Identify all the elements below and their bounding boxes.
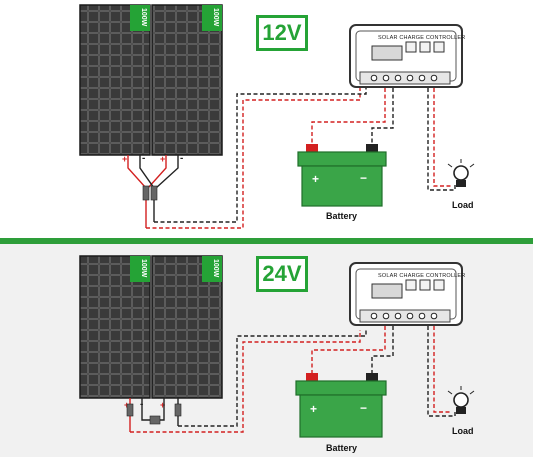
svg-text:+: + (312, 172, 319, 186)
svg-text:−: − (360, 171, 367, 185)
svg-text:+: + (310, 402, 317, 416)
battery-label-24v: Battery (326, 443, 358, 453)
voltage-badge-12v: 12V (256, 15, 308, 51)
wires-panel-to-controller-12v (146, 88, 367, 229)
bulb-icon (447, 386, 475, 414)
panel-12v-left (79, 4, 151, 156)
charge-controller-12v (349, 24, 463, 88)
negative-marker: - (142, 153, 145, 164)
panel-leads-12v (127, 155, 179, 228)
section-divider (0, 238, 533, 244)
bulb-icon (447, 159, 475, 187)
wires-controller-to-load-12v (427, 88, 456, 191)
panel-rating-label: 100W (140, 259, 147, 278)
positive-marker: + (122, 154, 127, 164)
wires-controller-to-battery-12v (311, 88, 394, 146)
load-label-24v: Load (452, 426, 474, 436)
charge-controller-24v (349, 262, 463, 326)
positive-marker: + (124, 400, 129, 410)
panel-rating-label: 100W (212, 8, 219, 27)
battery-12v: + − (297, 144, 387, 207)
battery-24v: + − (295, 373, 387, 438)
battery-label-12v: Battery (326, 211, 358, 221)
controller-title-12v: SOLAR CHARGE CONTROLLER (378, 35, 466, 41)
negative-marker: - (180, 153, 183, 164)
panel-12v-right (151, 4, 223, 156)
panel-leads-24v (126, 398, 182, 432)
panel-rating-label: 100W (212, 259, 219, 278)
controller-title-24v: SOLAR CHARGE CONTROLLER (378, 273, 466, 279)
panel-24v-right (151, 255, 223, 399)
panel-24v-left (79, 255, 151, 399)
load-label-12v: Load (452, 200, 474, 210)
voltage-badge-24v: 24V (256, 256, 308, 292)
positive-marker: + (160, 400, 165, 410)
panel-rating-label: 100W (140, 8, 147, 27)
positive-marker: + (160, 154, 165, 164)
wires-controller-to-battery-24v (311, 326, 394, 374)
svg-text:−: − (360, 401, 367, 415)
wires-controller-to-load-24v (427, 326, 456, 417)
wires-panel-to-controller-24v (130, 330, 367, 433)
